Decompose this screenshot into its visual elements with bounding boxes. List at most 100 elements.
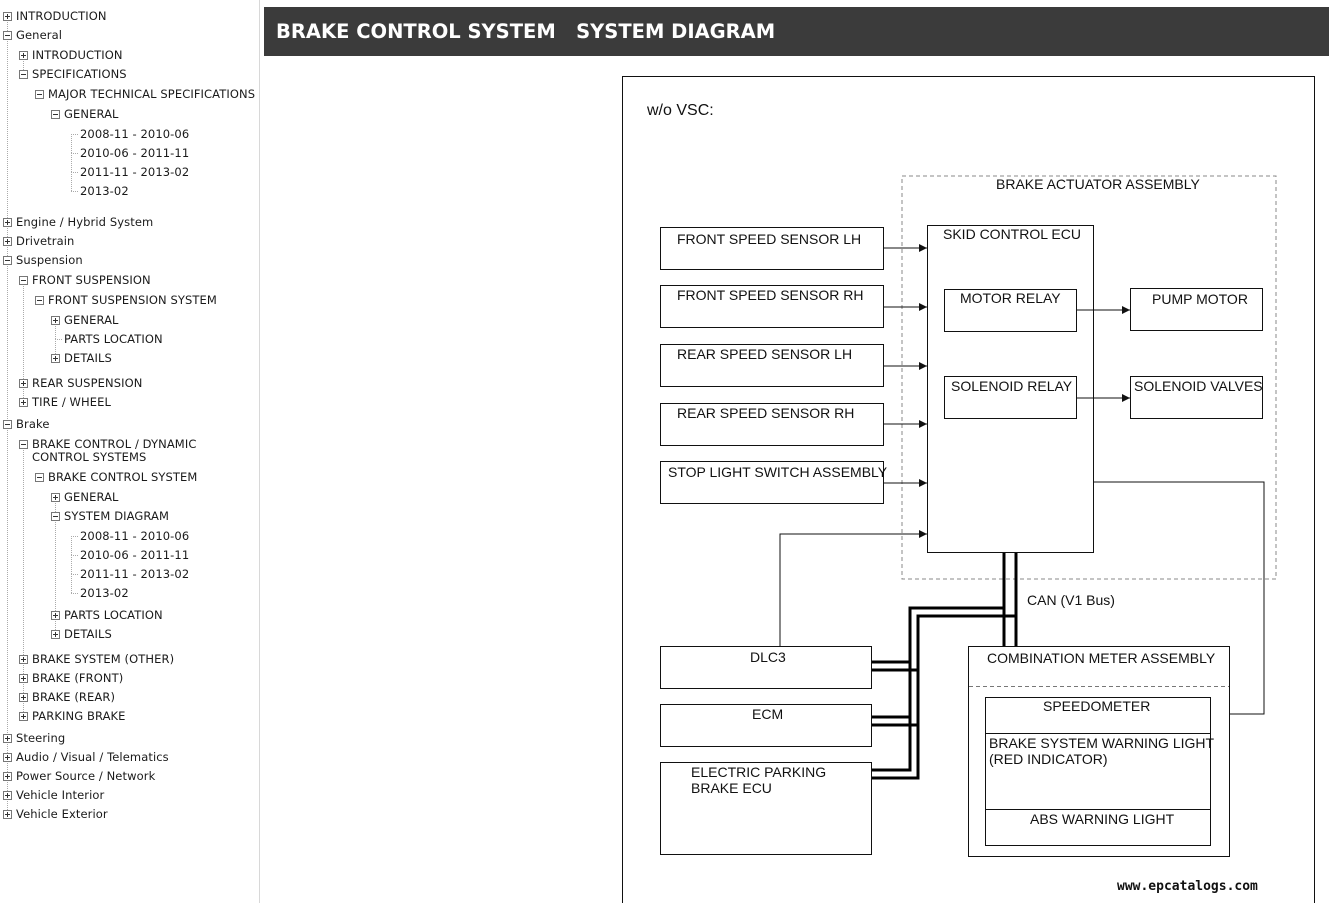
tree-item-vehicle-exterior[interactable]: Vehicle Exterior [16, 807, 108, 821]
tree-connector-lines [7, 16, 79, 814]
solenoid-valves-box [1130, 376, 1263, 419]
electric-parking-brake-ecu-label-line1: ELECTRIC PARKING [691, 764, 826, 780]
tree-item-parts-location[interactable]: PARTS LOCATION [64, 332, 163, 346]
expand-engine-hybrid-system-icon[interactable] [3, 218, 12, 227]
page-title: BRAKE CONTROL SYSTEM SYSTEM DIAGRAM [264, 7, 1329, 56]
tree-item-engine-hybrid-system[interactable]: Engine / Hybrid System [16, 215, 154, 229]
dlc3-box [660, 646, 872, 689]
collapse-front-suspension-system-icon[interactable] [35, 296, 44, 305]
stop-light-switch-assembly-label: STOP LIGHT SWITCH ASSEMBLY [668, 464, 888, 480]
tree-item-introduction[interactable]: INTRODUCTION [16, 9, 107, 23]
collapse-brake-icon[interactable] [3, 420, 12, 429]
tree-item-details[interactable]: DETAILS [64, 627, 112, 641]
tree-item-tire-wheel[interactable]: TIRE / WHEEL [32, 395, 112, 409]
expand-brake-front-icon[interactable] [19, 674, 28, 683]
expand-general-icon[interactable] [51, 316, 60, 325]
tree-item-general[interactable]: General [16, 28, 63, 42]
tree-item-2008-11-2010-06[interactable]: 2008-11 - 2010-06 [80, 127, 190, 141]
expand-general-icon[interactable] [51, 493, 60, 502]
collapse-brake-control-system-icon[interactable] [35, 473, 44, 482]
rear-speed-sensor-rh-box [660, 403, 884, 446]
collapse-front-suspension-icon[interactable] [19, 276, 28, 285]
expand-parking-brake-icon[interactable] [19, 712, 28, 721]
tree-item-parts-location[interactable]: PARTS LOCATION [64, 608, 163, 622]
can-bus-lines [872, 553, 1018, 780]
brake-actuator-assembly-label: BRAKE ACTUATOR ASSEMBLY [996, 176, 1201, 192]
expand-drivetrain-icon[interactable] [3, 237, 12, 246]
expand-rear-suspension-icon[interactable] [19, 379, 28, 388]
tree-item-2011-11-2013-02[interactable]: 2011-11 - 2013-02 [80, 165, 190, 179]
expand-tire-wheel-icon[interactable] [19, 398, 28, 407]
tree-item-system-diagram[interactable]: SYSTEM DIAGRAM [64, 509, 170, 523]
tree-item-suspension[interactable]: Suspension [16, 253, 83, 267]
expand-brake-system-other-icon[interactable] [19, 655, 28, 664]
collapse-brake-control-dynamic-control-systems-icon[interactable] [19, 440, 28, 449]
expand-vehicle-interior-icon[interactable] [3, 791, 12, 800]
tree-item-audio-visual-telematics[interactable]: Audio / Visual / Telematics [16, 750, 169, 764]
tree-item-rear-suspension[interactable]: REAR SUSPENSION [32, 376, 143, 390]
tree-item-2011-11-2013-02[interactable]: 2011-11 - 2013-02 [80, 567, 190, 581]
expand-details-icon[interactable] [51, 354, 60, 363]
tree-item-2013-02[interactable]: 2013-02 [80, 184, 129, 198]
expand-vehicle-exterior-icon[interactable] [3, 810, 12, 819]
collapse-system-diagram-icon[interactable] [51, 512, 60, 521]
tree-item-front-suspension[interactable]: FRONT SUSPENSION [32, 273, 151, 287]
expand-introduction-icon[interactable] [3, 12, 12, 21]
collapse-general-icon[interactable] [51, 110, 60, 119]
tree-item-vehicle-interior[interactable]: Vehicle Interior [16, 788, 105, 802]
tree-item-front-suspension-system[interactable]: FRONT SUSPENSION SYSTEM [48, 293, 217, 307]
tree-item-2010-06-2011-11[interactable]: 2010-06 - 2011-11 [80, 548, 190, 562]
tree-item-major-technical-specifications[interactable]: MAJOR TECHNICAL SPECIFICATIONS [48, 87, 256, 101]
tree-item-details[interactable]: DETAILS [64, 351, 112, 365]
skid-control-ecu-label: SKID CONTROL ECU [943, 226, 1081, 242]
expand-details-icon[interactable] [51, 630, 60, 639]
tree-item-2013-02[interactable]: 2013-02 [80, 586, 129, 600]
tree-item-2008-11-2010-06[interactable]: 2008-11 - 2010-06 [80, 529, 190, 543]
front-speed-sensor-lh-box [660, 227, 884, 270]
expand-power-source-network-icon[interactable] [3, 772, 12, 781]
tree-item-specifications[interactable]: SPECIFICATIONS [32, 67, 127, 81]
electric-parking-brake-ecu-box [660, 762, 872, 855]
brake-warning-light-label-line2: (RED INDICATOR) [989, 751, 1107, 767]
tree-item-brake[interactable]: Brake [16, 417, 50, 431]
collapse-general-icon[interactable] [3, 31, 12, 40]
expand-parts-location-icon[interactable] [51, 611, 60, 620]
tree-item-introduction[interactable]: INTRODUCTION [32, 48, 123, 62]
expand-audio-visual-telematics-icon[interactable] [3, 753, 12, 762]
expand-steering-icon[interactable] [3, 734, 12, 743]
tree-item-general[interactable]: GENERAL [64, 490, 119, 504]
tree-item-brake-front[interactable]: BRAKE (FRONT) [32, 671, 124, 685]
tree-item-brake-rear[interactable]: BRAKE (REAR) [32, 690, 116, 704]
pump-motor-label: PUMP MOTOR [1152, 291, 1248, 307]
ecm-box [660, 704, 872, 747]
tree-item-power-source-network[interactable]: Power Source / Network [16, 769, 156, 783]
collapse-major-technical-specifications-icon[interactable] [35, 90, 44, 99]
system-diagram: w/o VSC: BRAKE ACTUATOR ASSEMBLY FRONT S… [622, 76, 1315, 903]
tree-item-steering[interactable]: Steering [16, 731, 66, 745]
sensor-signal-arrows [779, 244, 927, 646]
tree-item-drivetrain[interactable]: Drivetrain [16, 234, 75, 248]
expand-brake-rear-icon[interactable] [19, 693, 28, 702]
solenoid-valves-label: SOLENOID VALVES [1134, 378, 1263, 394]
collapse-suspension-icon[interactable] [3, 256, 12, 265]
tree-item-brake-control-system[interactable]: BRAKE CONTROL SYSTEM [48, 470, 198, 484]
watermark: www.epcatalogs.com [1117, 879, 1258, 894]
combination-meter-assembly-label: COMBINATION METER ASSEMBLY [987, 650, 1216, 666]
abs-warning-light-label: ABS WARNING LIGHT [1030, 811, 1175, 827]
tree-item-brake-control-dynamic-control-systems[interactable]: BRAKE CONTROL / DYNAMIC CONTROL SYSTEMS [32, 437, 197, 464]
motor-relay-box [944, 289, 1077, 332]
tree-item-brake-system-other[interactable]: BRAKE SYSTEM (OTHER) [32, 652, 175, 666]
expand-introduction-icon[interactable] [19, 51, 28, 60]
tree-item-parking-brake[interactable]: PARKING BRAKE [32, 709, 126, 723]
tree-item-2010-06-2011-11[interactable]: 2010-06 - 2011-11 [80, 146, 190, 160]
relay-output-arrows [1077, 306, 1265, 718]
speedometer-label: SPEEDOMETER [1043, 698, 1150, 714]
brake-warning-light-label-line1: BRAKE SYSTEM WARNING LIGHT [989, 735, 1215, 751]
solenoid-relay-label: SOLENOID RELAY [951, 378, 1073, 394]
tree-item-general[interactable]: GENERAL [64, 313, 119, 327]
diagram-caption: w/o VSC: [646, 102, 714, 119]
tree-item-general[interactable]: GENERAL [64, 107, 119, 121]
collapse-specifications-icon[interactable] [19, 70, 28, 79]
ecm-label: ECM [752, 706, 783, 722]
